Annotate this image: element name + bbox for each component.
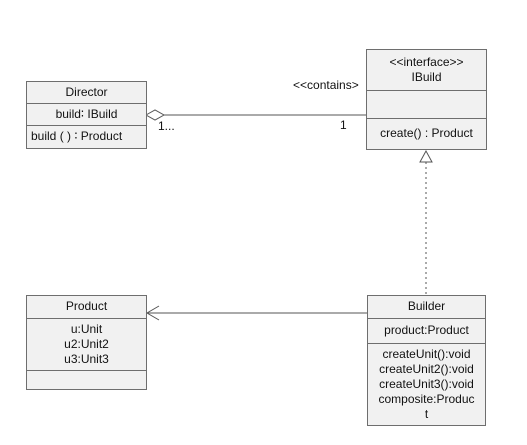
ibuild-interface[interactable]: <<interface>> IBuild create() : Product [366, 49, 487, 150]
product-attribute-u3: u3:Unit3 [64, 352, 109, 366]
association-arrowhead [146, 305, 160, 321]
ibuild-class-name: IBuild [411, 70, 442, 84]
product-attribute-u2: u2:Unit2 [64, 337, 109, 351]
product-attribute-u: u:Unit [70, 322, 103, 336]
director-operation: build ( ) ∶ Product [31, 129, 123, 143]
contains-label: <<contains> [293, 78, 359, 92]
realization-arrowhead [419, 149, 433, 163]
builder-operation-createunit3: createUnit3():void [379, 377, 474, 391]
builder-operation-createunit2: createUnit2():void [379, 362, 474, 376]
product-class[interactable]: Product u:Unit u2:Unit2 u3:Unit3 [26, 295, 147, 390]
source-multiplicity: 1... [158, 119, 175, 133]
director-attribute: build∶ IBuild [55, 107, 118, 121]
product-class-name: Product [65, 299, 108, 313]
builder-operation-composite-wrap: t [424, 407, 429, 421]
builder-operation-createunit: createUnit():void [382, 347, 471, 361]
builder-class-name: Builder [407, 299, 446, 313]
aggregation-diamond [144, 109, 166, 121]
builder-class[interactable]: Builder product:Product createUnit():voi… [367, 295, 486, 426]
target-multiplicity: 1 [340, 118, 347, 132]
director-class-name: Director [65, 85, 108, 99]
builder-attribute: product:Product [384, 323, 469, 337]
director-class[interactable]: Director build∶ IBuild build ( ) ∶ Produ… [26, 81, 147, 149]
ibuild-operation: create() : Product [380, 126, 473, 140]
builder-operation-composite: composite:Produc [378, 392, 475, 406]
ibuild-stereotype: <<interface>> [389, 55, 464, 69]
